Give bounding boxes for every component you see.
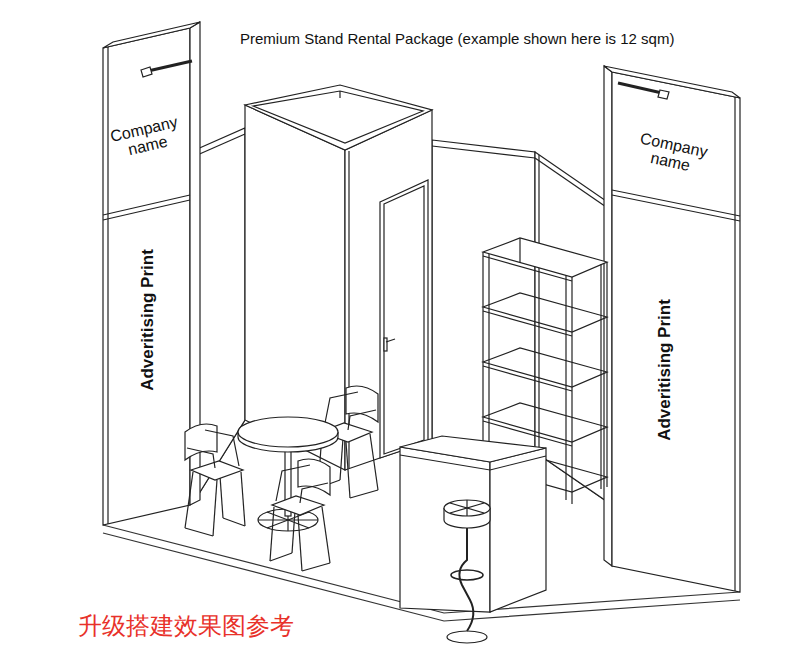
bar-stool — [447, 631, 487, 643]
wall-panel — [432, 146, 535, 158]
chair — [272, 496, 324, 515]
tower — [103, 195, 190, 215]
shelf — [606, 262, 607, 487]
chair — [270, 507, 274, 561]
storage-room — [380, 180, 428, 458]
chair — [298, 515, 302, 571]
shelf — [571, 277, 572, 504]
counter — [490, 448, 546, 612]
shelf — [483, 403, 607, 442]
shelf — [483, 238, 607, 277]
counter — [400, 447, 490, 612]
shelf — [600, 264, 601, 489]
advertising-print: Adveritising Print — [139, 249, 157, 391]
tower — [612, 190, 740, 216]
storage-room — [384, 186, 424, 454]
tower-panel: Company nameAdveritising Print — [612, 72, 740, 592]
chair — [185, 424, 245, 536]
chair — [270, 459, 330, 571]
shelf — [565, 275, 566, 500]
chair — [322, 507, 330, 563]
wall-panel — [538, 155, 539, 455]
wall-panel — [535, 158, 612, 211]
tower — [612, 72, 740, 592]
shelf — [483, 311, 572, 336]
chair — [370, 434, 378, 490]
chair — [350, 490, 378, 498]
chair — [302, 563, 330, 571]
storage-room — [345, 110, 432, 470]
chair — [324, 392, 358, 428]
title: Premium Stand Rental Package (example sh… — [240, 30, 674, 47]
chair — [213, 480, 217, 536]
advertising-print: Adveritising Print — [656, 299, 674, 441]
chair — [300, 483, 328, 503]
bar-stool — [450, 503, 484, 513]
chair — [346, 442, 350, 498]
shelf — [483, 366, 572, 391]
storage-room — [245, 105, 345, 470]
round-table — [238, 417, 338, 447]
chair — [241, 472, 245, 526]
shelf — [483, 348, 607, 387]
company-name: Company name — [629, 129, 714, 178]
chair — [185, 472, 193, 528]
bar-stool — [451, 570, 483, 580]
storage-room — [253, 91, 423, 143]
tower — [103, 22, 200, 48]
storage-room — [245, 85, 432, 470]
tower — [107, 47, 108, 524]
chair — [185, 424, 217, 460]
chair — [185, 528, 213, 536]
tower — [103, 28, 190, 525]
tower-panel: Company nameAdveritising Print — [103, 28, 190, 525]
tower — [148, 61, 192, 71]
shelf — [483, 293, 607, 332]
counter — [400, 436, 546, 612]
counter — [400, 455, 546, 470]
tower — [734, 97, 735, 591]
chair — [298, 459, 330, 495]
chair — [346, 386, 378, 422]
tower — [658, 90, 669, 99]
tower — [103, 200, 190, 220]
chair — [270, 553, 292, 561]
bar-stool — [450, 503, 484, 513]
shelf — [519, 238, 520, 262]
tower — [612, 195, 740, 221]
caption: 升级搭建效果图参考 — [78, 610, 294, 642]
chair — [348, 410, 376, 430]
company-name: Company name — [103, 113, 189, 164]
shelf — [483, 256, 572, 281]
storage-room — [339, 91, 340, 98]
bar-stool — [444, 500, 490, 516]
storage-room — [245, 85, 432, 150]
chair — [191, 461, 243, 480]
bar-stool — [444, 500, 490, 643]
tower — [618, 83, 662, 93]
chair — [205, 430, 239, 466]
wall-panel — [195, 134, 245, 156]
chair — [187, 448, 215, 468]
tower — [604, 66, 740, 98]
chair — [276, 465, 310, 501]
storage-room — [384, 338, 387, 351]
chair — [223, 518, 245, 526]
storage-room — [386, 339, 395, 342]
tower — [141, 67, 152, 77]
